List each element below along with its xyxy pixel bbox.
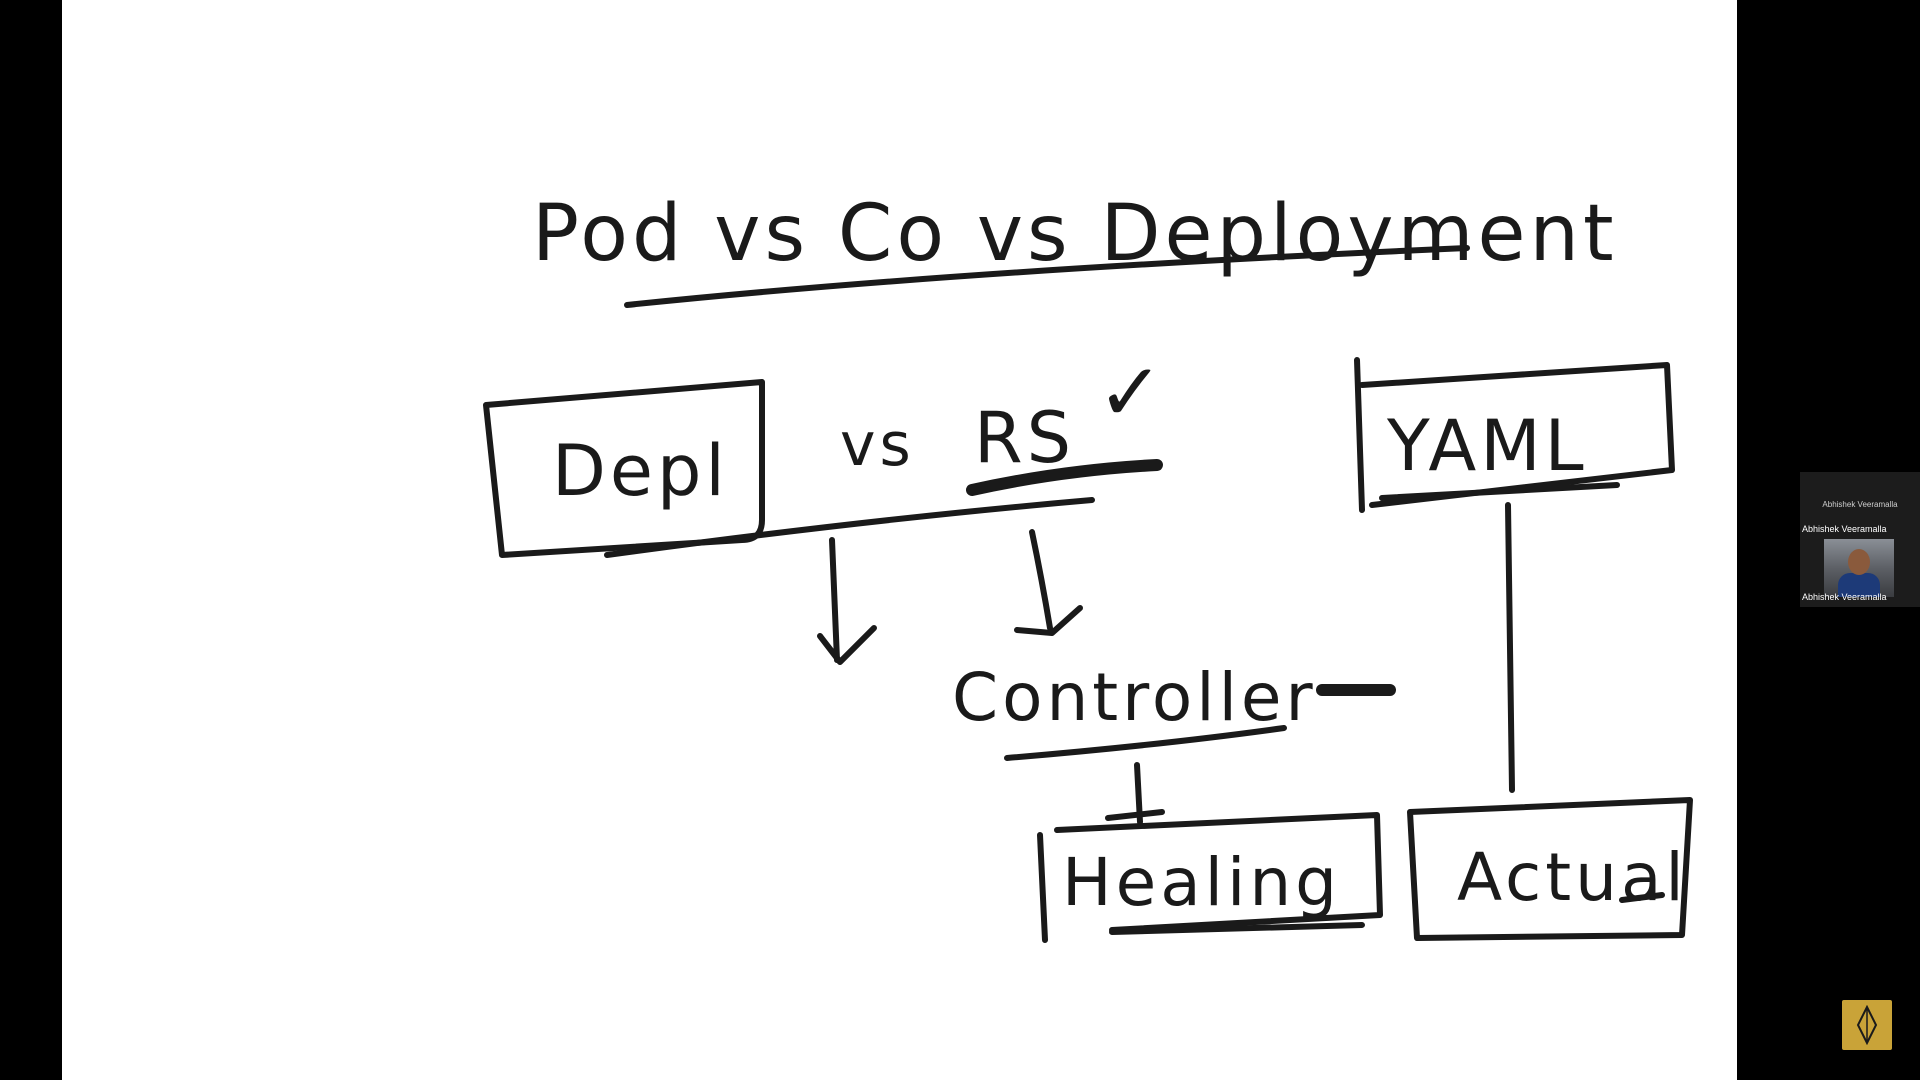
- rs-underline: [966, 459, 1163, 496]
- arrow-rs-shaft: [1029, 529, 1053, 631]
- yaml-connector-line: [1505, 502, 1515, 793]
- rs-label: RS: [974, 397, 1075, 479]
- healing-box-label: Healing: [1062, 844, 1341, 921]
- participant-face: [1848, 549, 1870, 575]
- compass-icon: [1856, 1005, 1878, 1045]
- arrow-controller-head: [1105, 809, 1165, 821]
- participant-name-top: Abhishek Veeramalla: [1822, 500, 1898, 509]
- controller-underline: [1004, 725, 1287, 761]
- yaml-box-label: YAML: [1386, 405, 1588, 487]
- actual-box-outline: [1407, 797, 1693, 941]
- vs-label: vs: [840, 410, 915, 480]
- arrow-rs-head: [1014, 605, 1083, 636]
- compass-button[interactable]: [1842, 1000, 1892, 1050]
- board-title: Pod vs Co vs Deployment: [532, 189, 1618, 279]
- whiteboard-sketch: Pod vs Co vs Deployment Depl vs RS ✓ Con…: [483, 189, 1693, 943]
- depl-underline: [604, 497, 1095, 558]
- participant-video-feed: [1824, 539, 1894, 597]
- healing-underline: [1109, 922, 1365, 935]
- healing-box-outline: [1037, 812, 1383, 943]
- whiteboard-canvas[interactable]: Pod vs Co vs Deployment Depl vs RS ✓ Con…: [62, 0, 1737, 1080]
- participant-video-tile[interactable]: Abhishek Veeramalla Abhishek Veeramalla …: [1800, 472, 1920, 607]
- participant-name-bottom: Abhishek Veeramalla: [1802, 592, 1887, 602]
- actual-underline: [1619, 892, 1665, 903]
- participant-shirt: [1838, 573, 1880, 597]
- depl-box-label: Depl: [552, 430, 729, 512]
- title-underline: [624, 245, 1470, 308]
- participant-name-label: Abhishek Veeramalla: [1802, 524, 1887, 534]
- rs-checkmark: ✓: [1097, 346, 1168, 439]
- controller-label: Controller: [952, 659, 1317, 736]
- yaml-underline: [1379, 482, 1620, 501]
- arrow-depl-shaft: [829, 537, 840, 663]
- arrow-depl-head: [817, 625, 877, 665]
- actual-box-label: Actual: [1457, 839, 1688, 916]
